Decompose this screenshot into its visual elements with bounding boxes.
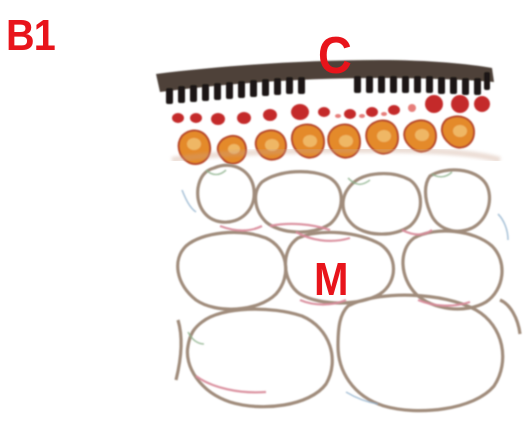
panel-label: B1 xyxy=(6,14,55,58)
medulla-label: M xyxy=(314,256,348,302)
cortex-label: C xyxy=(318,30,352,82)
